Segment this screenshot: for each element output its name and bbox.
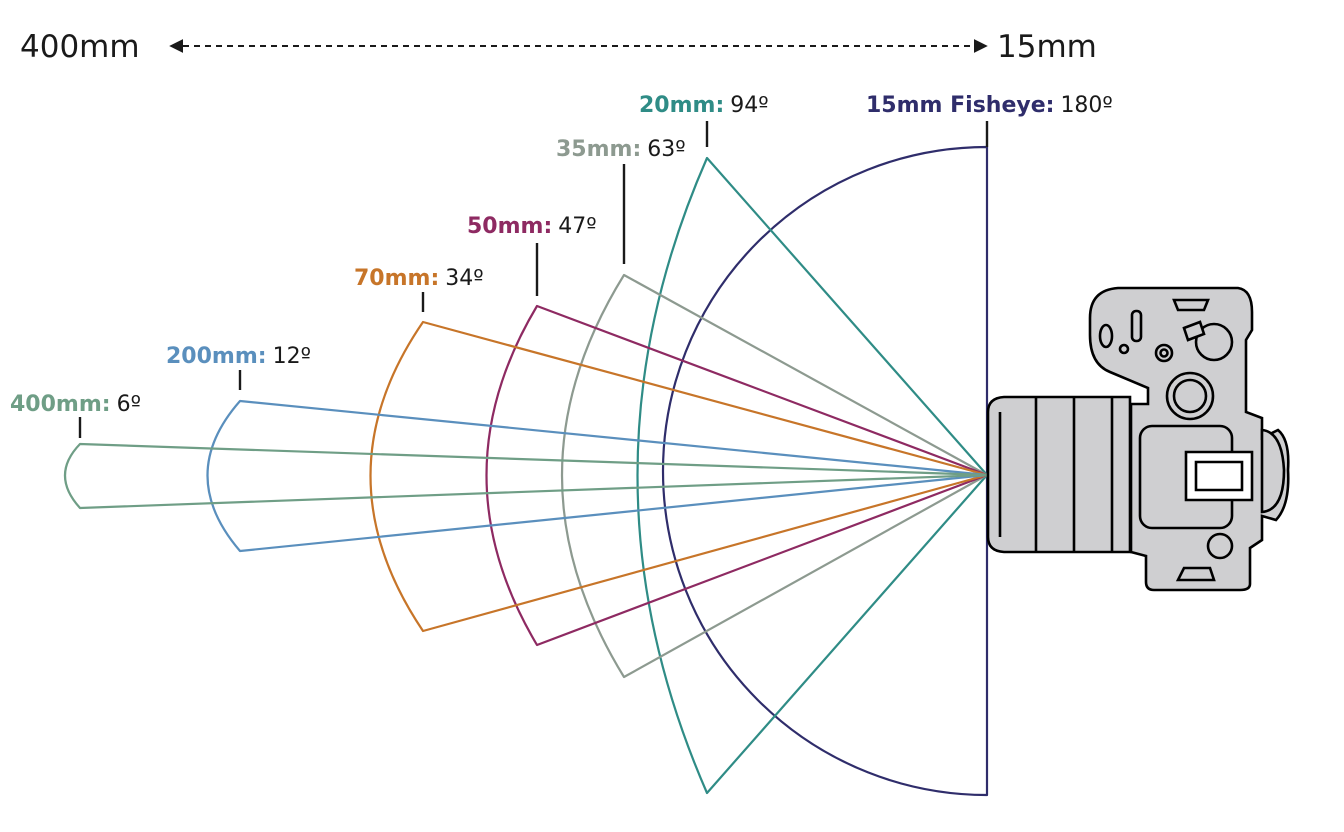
lens-focal-35mm: 35mm: — [556, 137, 641, 162]
lens-angle-15mm-fisheye: 180º — [1060, 93, 1112, 118]
lens-label-50mm: 50mm:47º — [467, 214, 597, 239]
lens-label-35mm: 35mm:63º — [556, 137, 686, 162]
lens-angle-400mm: 6º — [117, 392, 141, 417]
camera-lens — [986, 395, 1132, 554]
fov-cone-15mm-fisheye — [661, 145, 989, 797]
lens-label-400mm: 400mm:6º — [10, 392, 141, 417]
lens-focal-50mm: 50mm: — [467, 214, 552, 239]
camera-illustration — [986, 286, 1290, 592]
fov-cone-400mm — [64, 442, 989, 510]
lens-focal-200mm: 200mm: — [166, 344, 267, 369]
lens-angle-20mm: 94º — [730, 93, 768, 118]
fov-cone-200mm — [206, 399, 989, 553]
lens-angle-70mm: 34º — [445, 266, 483, 291]
lens-labels: 400mm:6º 200mm:12º 70mm:34º 50mm:47º 35m… — [10, 93, 1113, 417]
lens-label-200mm: 200mm:12º — [166, 344, 311, 369]
lens-angle-50mm: 47º — [558, 214, 596, 239]
lens-label-20mm: 20mm:94º — [639, 93, 769, 118]
fov-cone-70mm — [369, 320, 989, 633]
fov-cone-35mm — [560, 273, 989, 679]
lens-focal-70mm: 70mm: — [354, 266, 439, 291]
camera-controls — [1098, 298, 1254, 582]
lens-focal-15mm-fisheye: 15mm Fisheye: — [866, 93, 1054, 118]
camera-eyepiece — [1260, 428, 1286, 514]
lens-label-70mm: 70mm:34º — [354, 266, 484, 291]
lens-angle-200mm: 12º — [273, 344, 311, 369]
lens-focal-20mm: 20mm: — [639, 93, 724, 118]
fov-cones — [64, 145, 989, 797]
fov-cone-50mm — [485, 304, 989, 647]
range-right-label: 15mm — [997, 29, 1097, 65]
leader-lines — [78, 121, 989, 438]
lens-label-15mm-fisheye: 15mm Fisheye:180º — [866, 93, 1113, 118]
lens-angle-35mm: 63º — [647, 137, 685, 162]
lens-focal-400mm: 400mm: — [10, 392, 111, 417]
fov-cone-20mm — [636, 156, 989, 795]
range-left-label: 400mm — [20, 29, 140, 65]
